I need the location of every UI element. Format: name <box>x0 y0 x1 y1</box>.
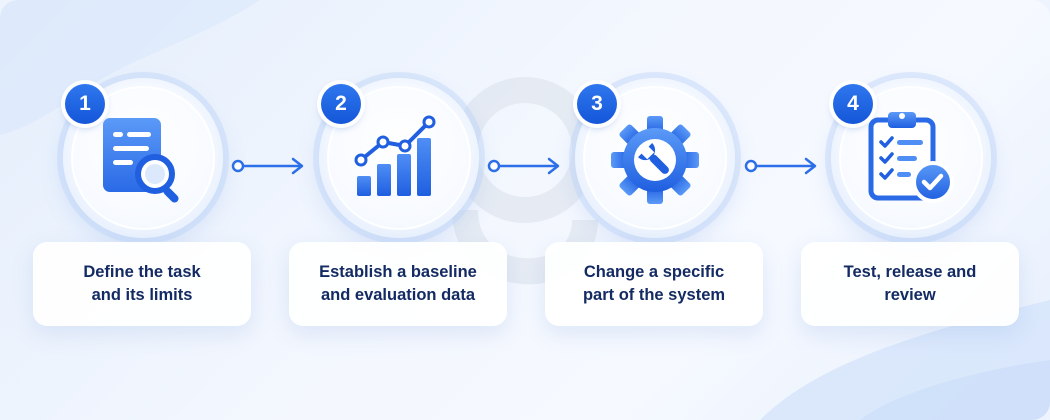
step-1: 1 Define the task and its limits <box>33 0 251 420</box>
bar-chart-trend-icon <box>354 115 436 196</box>
step-4-label: Test, release and review <box>843 263 977 304</box>
document-search-icon <box>103 118 179 203</box>
step-2-number-badge: 2 <box>321 84 361 124</box>
checklist-clipboard-icon <box>868 112 954 203</box>
connector-arrow-3 <box>744 157 817 175</box>
step-4-number-badge: 4 <box>833 84 873 124</box>
step-1-label: Define the task and its limits <box>83 263 201 304</box>
step-3-label: Change a specific part of the system <box>582 263 726 304</box>
step-3-card: Change a specific part of the system <box>545 242 763 326</box>
step-2-label: Establish a baseline and evaluation data <box>319 263 477 304</box>
step-1-number-badge: 1 <box>65 84 105 124</box>
step-2-card: Establish a baseline and evaluation data <box>289 242 507 326</box>
step-4-card: Test, release and review <box>801 242 1019 326</box>
step-4: 4 Test, release and review <box>801 0 1019 420</box>
gear-wrench-icon <box>611 116 699 204</box>
step-3-number-badge: 3 <box>577 84 617 124</box>
step-2: 2 Establish a baseline and evaluation da… <box>289 0 507 420</box>
connector-arrow-2 <box>487 157 560 175</box>
step-1-card: Define the task and its limits <box>33 242 251 326</box>
connector-arrow-1 <box>231 157 304 175</box>
step-3: 3 Change a <box>545 0 763 420</box>
